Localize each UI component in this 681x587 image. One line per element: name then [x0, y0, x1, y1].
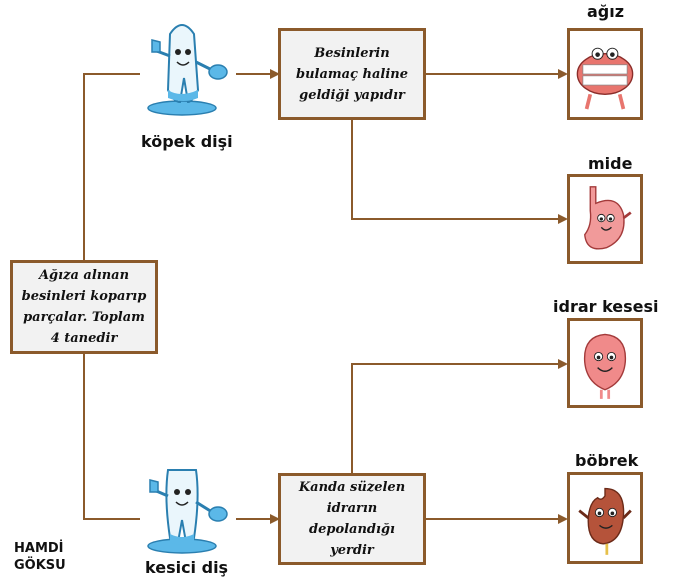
top-box-text: Besinlerin bulamaç haline geldiği yapıdı…: [296, 45, 408, 103]
bobrek-image-box: [567, 472, 643, 564]
line-left-to-kopek: [83, 73, 140, 262]
left-box: Ağıza alınan besinleri koparıp parçalar.…: [10, 260, 158, 354]
kidney-icon: [578, 487, 632, 555]
author-name: HAMDİ GÖKSU: [14, 540, 66, 574]
kesici-dis-label: kesici diş: [145, 558, 229, 577]
line-left-to-kesici: [83, 352, 140, 520]
author-line2: GÖKSU: [14, 558, 66, 573]
bottom-box: Kanda süzelen idrarın depolandığı yerdir: [278, 473, 426, 565]
arrow-topbox-to-mide: [351, 118, 568, 224]
left-box-text: Ağıza alınan besinleri koparıp parçalar.…: [21, 268, 147, 346]
mouth-icon: [576, 47, 634, 110]
mide-label: mide: [588, 154, 633, 173]
kopek-disi-label: köpek dişi: [141, 132, 233, 151]
bobrek-label: böbrek: [575, 451, 639, 470]
bladder-icon: [583, 333, 627, 399]
incisor-tooth-icon: [147, 469, 228, 554]
author-line1: HAMDİ: [14, 541, 64, 556]
top-box: Besinlerin bulamaç haline geldiği yapıdı…: [278, 28, 426, 120]
arrow-bottombox-to-idrar: [351, 359, 568, 474]
canine-tooth-icon: [147, 24, 228, 116]
mide-image-box: [567, 174, 643, 264]
stomach-icon: [584, 186, 632, 250]
idrar-kesesi-image-box: [567, 318, 643, 408]
idrar-kesesi-label: idrar kesesi: [553, 297, 659, 316]
agiz-image-box: [567, 28, 643, 120]
bottom-box-text: Kanda süzelen idrarın depolandığı yerdir: [298, 480, 406, 558]
agiz-label: ağız: [587, 2, 625, 21]
